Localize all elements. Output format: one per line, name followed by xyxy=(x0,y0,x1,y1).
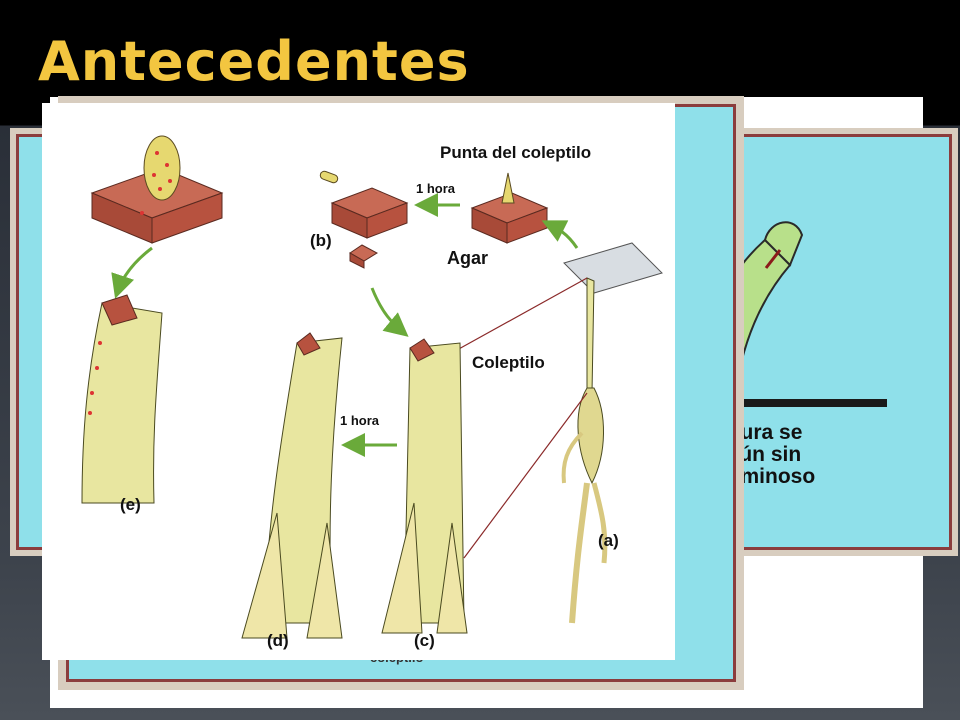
agar-with-tip xyxy=(470,172,549,244)
agar-block-with-tip xyxy=(90,135,224,244)
red-arrow-icon xyxy=(764,249,782,269)
seedling-a xyxy=(561,277,608,624)
arrow-c-icon xyxy=(370,287,409,337)
arrow-a-icon xyxy=(541,220,579,249)
label-hour-c: 1 hora xyxy=(340,413,380,428)
coleoptile-diagram: Punta del coleptilo 1 hora Agar (b) Cole… xyxy=(42,103,675,660)
stem-e xyxy=(81,294,163,504)
label-step-e: (e) xyxy=(120,495,141,514)
razor-blade-icon xyxy=(563,242,663,294)
stem-d xyxy=(241,332,343,639)
arrow-e-icon xyxy=(111,246,153,299)
slide-title: Antecedentes xyxy=(38,30,470,93)
label-step-a: (a) xyxy=(598,531,619,550)
agar-blocks-b xyxy=(319,170,409,269)
baseline-bar xyxy=(655,399,887,407)
label-hour-b: 1 hora xyxy=(416,181,456,196)
stem-c xyxy=(381,338,468,634)
label-step-d: (d) xyxy=(267,631,289,650)
label-coleoptile: Coleptilo xyxy=(472,353,545,372)
label-step-b: (b) xyxy=(310,231,332,250)
label-step-c: (c) xyxy=(414,631,435,650)
label-tip: Punta del coleptilo xyxy=(440,143,592,162)
label-agar: Agar xyxy=(447,248,489,268)
diagram-drawing xyxy=(81,135,663,639)
